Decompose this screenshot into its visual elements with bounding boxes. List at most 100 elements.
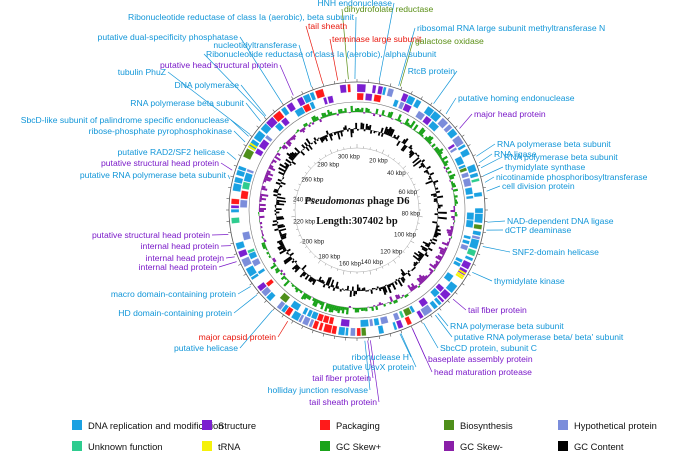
gene-annotation-label: putative helicase: [174, 343, 238, 353]
gc-skew-bar: [450, 181, 454, 184]
gc-content-bar: [299, 271, 306, 278]
gc-content-bar: [355, 290, 357, 295]
gc-skew-bar: [447, 170, 452, 175]
legend-swatch: [72, 441, 82, 451]
leader-line: [237, 286, 251, 295]
gene-annotation-label: putative homing endonuclease: [458, 93, 575, 103]
gc-skew-bar: [263, 237, 265, 241]
gene-feature: [443, 271, 454, 283]
gene-feature: [429, 300, 439, 310]
gc-content-bar: [363, 287, 366, 291]
gc-content-bar: [279, 248, 287, 255]
gc-skew-bar: [268, 253, 271, 256]
gc-skew-bar: [278, 148, 281, 151]
gc-content-bar: [383, 285, 388, 293]
minor-tick: [336, 268, 339, 271]
gc-content-bar: [432, 179, 439, 184]
gc-content-bar: [373, 130, 376, 134]
gc-content-bar: [301, 144, 306, 149]
gc-skew-bar: [451, 184, 457, 188]
gc-skew-bar: [312, 297, 316, 302]
gc-content-bar: [409, 147, 413, 150]
gc-skew-bar: [450, 227, 454, 231]
trna-feature: [455, 273, 464, 280]
gc-content-bar: [385, 128, 390, 135]
gc-content-bar: [407, 146, 409, 148]
gene-annotation-label: SbcCD protein, subunit C: [440, 343, 537, 353]
gene-feature: [286, 102, 297, 113]
gc-content-bar: [424, 253, 429, 258]
gc-skew-bar: [371, 113, 374, 114]
gene-feature: [460, 243, 469, 251]
backbone-tick: [333, 80, 336, 84]
gc-content-bar: [327, 276, 332, 286]
gc-content-bar: [344, 125, 347, 130]
gene-feature: [439, 288, 451, 300]
gene-annotation-label: holliday junction resolvase: [268, 385, 369, 395]
gc-content-bar: [413, 252, 423, 260]
backbone-tick: [410, 91, 413, 95]
gene-annotation-label: internal head protein: [139, 262, 218, 272]
backbone-tick: [291, 96, 294, 100]
gene-feature: [314, 88, 326, 99]
gene-annotation-label: RNA polymerase beta subunit: [450, 321, 564, 331]
gc-content-bar: [277, 193, 282, 196]
gc-skew-bar: [401, 294, 405, 297]
leader-line: [239, 36, 283, 103]
gc-content-bar: [360, 289, 363, 291]
gc-skew-bar: [417, 285, 421, 288]
scale-tick-label: 260 kbp: [301, 176, 324, 183]
gc-content-bar: [389, 283, 393, 286]
gc-content-bar: [367, 290, 369, 292]
gc-content-bar: [279, 232, 287, 237]
gene-feature: [264, 134, 273, 143]
gc-skew-bar: [407, 124, 411, 128]
gene-annotation-label: ribose-phosphate pyrophosphokinase: [89, 126, 233, 136]
gc-content-bar: [294, 152, 299, 156]
gc-content-bar: [302, 272, 307, 277]
gc-skew-bar: [396, 113, 402, 122]
gc-content-bar: [279, 242, 284, 246]
gc-content-bar: [353, 290, 356, 297]
gc-content-bar: [356, 284, 359, 291]
gene-feature: [423, 105, 435, 117]
legend-swatch: [202, 441, 212, 451]
gc-skew-bar: [282, 272, 286, 276]
gc-skew-bar: [259, 199, 262, 202]
gene-feature: [416, 309, 424, 320]
gc-content-bar: [380, 287, 383, 290]
gene-feature: [466, 195, 474, 200]
gc-skew-bar: [262, 233, 265, 237]
gc-content-bar: [285, 158, 292, 164]
gc-skew-bar: [385, 303, 388, 304]
gc-skew-bar: [425, 135, 432, 142]
gene-feature: [371, 84, 377, 94]
gc-content-bar: [422, 165, 426, 168]
backbone-tick: [301, 325, 304, 329]
gc-content-bar: [426, 165, 431, 170]
gc-content-bar: [368, 289, 371, 291]
gc-skew-bar: [422, 136, 425, 139]
backbone-tick: [480, 242, 484, 245]
gene-feature: [260, 123, 272, 135]
gc-content-bar: [380, 127, 384, 133]
gc-skew-bar: [431, 143, 436, 148]
gc-content-bar: [274, 228, 279, 232]
gc-content-bar: [322, 283, 326, 288]
gc-skew-bar: [454, 212, 457, 215]
backbone-tick: [389, 83, 392, 87]
gc-content-bar: [279, 163, 288, 170]
gc-skew-bar: [440, 155, 448, 162]
gc-content-bar: [434, 184, 436, 187]
gene-feature: [369, 318, 374, 327]
leader-line: [305, 25, 324, 84]
backbone-tick: [477, 164, 481, 167]
backbone-tick: [256, 292, 260, 295]
gene-annotation-label: Ribonucleotide reductase of class Ia (ae…: [206, 49, 437, 59]
gc-skew-bar: [451, 182, 456, 186]
gc-skew-bar: [275, 269, 281, 274]
scale-tick-label: 20 kbp: [369, 157, 388, 164]
gc-content-bar: [417, 250, 425, 257]
backbone-tick: [227, 231, 231, 234]
gene-annotation-label: putative RNA polymerase beta/ beta' subu…: [454, 332, 624, 342]
